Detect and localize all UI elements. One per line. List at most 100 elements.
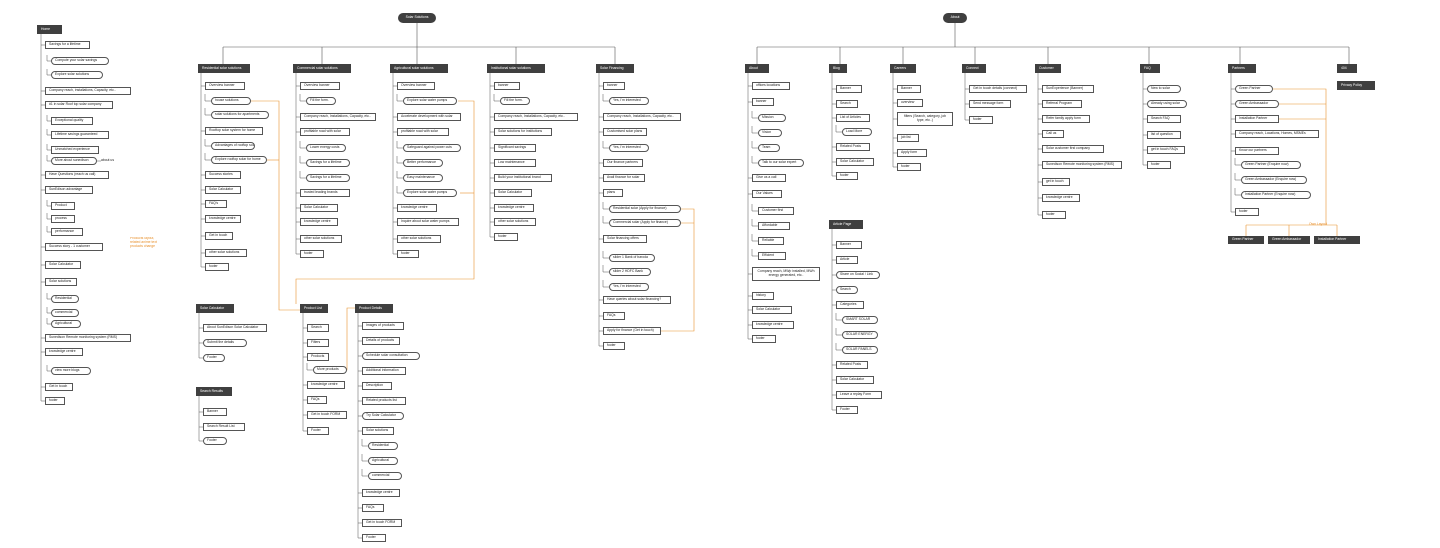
node-company-reach-installations-capacity-etc: Company reach, Installations, Capacity, … [300,113,376,121]
node-yes-i-m-interested: Yes, I'm interested [609,144,649,152]
about-header: About [745,64,769,73]
node-yes-i-m-interested: Yes, I'm interested [609,283,649,291]
partners-header: Partners [1228,64,1256,73]
sub-branch-line [204,94,211,102]
agri-pumps-to-product-list [295,100,475,304]
connector-line [46,115,51,122]
node-filters-search-category-job-type-etc: filters (Search, category, job type, etc… [897,112,953,126]
node-talk-to-our-solar-expert: Talk to our solar expert [758,159,804,167]
node-knowledge-centre: knowledge centre [397,204,437,212]
node-banner: Banner [897,85,921,93]
node-job-list: job list [897,134,919,142]
node-knowledge-centre: knowledge centre [205,215,241,223]
node-new-to-solar: New to solar [1147,85,1181,93]
sub-branch-line [602,265,609,273]
node-compute-your-solar-savings: Compute your solar savings [51,57,109,65]
node-process: process [51,215,75,223]
node-other-solar-solutions: other solar solutions [205,249,247,257]
node-our-values: Our Values [752,190,782,198]
node-company-reach-locations-homes-msmes: Company reach, Locations, Homes, MSMEs [1235,130,1319,138]
node-banner: banner [603,82,625,90]
node-overview-banner: Overview banner [300,82,340,90]
node-accelerate-development-with-solar: Accelerate development with solar [397,113,461,121]
careers-header: Careers [890,64,916,73]
node-significant-savings: Significant savings [494,144,536,152]
connector-line [46,213,51,220]
sub-branch-line [1234,158,1241,166]
node-get-in-touch-details-connect: Get in touch details (connect) [969,85,1027,93]
sub-branch-line [602,94,609,102]
node-categories: Categories [836,301,864,309]
sub-branch-line [602,251,609,259]
root-about: About [943,13,967,23]
node-faqs: FAQs [362,504,384,512]
sub-branch-line [361,454,368,462]
node-details-of-products: Details of products [362,337,400,345]
node-profitable-road-with-solar: profitable road with solar [300,128,350,136]
node-other-solar-solutions: other solar solutions [300,235,342,243]
node-savings-for-a-lifetime: Savings for a lifetime [306,159,350,167]
node-footer: footer [897,163,921,171]
node-sunedison-remote-monitoring-system-rms: Sunedison Remote monitoring system (RMS) [45,334,131,342]
node-footer: footer [603,342,625,350]
node-lifetime-savings-guaranteed: Lifetime savings guaranteed [51,131,109,139]
node-efficient: Efficient [758,252,786,260]
node-give-us-a-call: Give us a call [752,174,786,182]
solar_calculator-header: Solar Calculator [196,304,234,313]
node-explore-rooftop-solar-for-home: Explore rooftop solar for home [211,156,267,164]
node-solar-financing-offers: Solar financing offers [603,235,647,243]
sub-branch-line [1234,188,1241,196]
node-solar-energy: SOLAR ENERGY [842,331,878,339]
connector-line [46,365,51,372]
sub-branch-line [396,156,403,164]
subpage-installation-partner: Installation Partner [1314,236,1360,244]
node-additional-information: Additional information [362,367,406,375]
node-customer-first: Customer first [758,207,794,215]
node-solar-calculator: Solar Calculator [752,306,792,314]
node-mission: Mission [758,114,786,122]
node-fill-the-form: Fill the form. [306,97,336,105]
sub-branch-line [835,343,842,351]
node-solar-calculator: Solar Calculator [836,158,874,166]
node-commercial: commercial [51,309,79,317]
node-get-in-touch: Get in touch [45,383,73,391]
node-footer: footer [397,250,419,258]
sub-branch-line [751,141,758,149]
sub-branch-line [835,313,842,321]
node-savings-for-a-lifetime: Savings for a lifetime [306,174,350,182]
node-success-stories: Success stories [205,171,241,179]
partner-to-subpages [1270,88,1327,225]
sub-branch-line [751,219,758,227]
node-build-your-institutional-brand: Build your institutional brand [494,174,552,182]
node-explore-solar-water-pumps: Explore solar water pumps [403,189,457,197]
node-inquire-about-solar-water-pumps: Inquire about solar water pumps [397,218,459,226]
node-solar-solutions: Solar solutions [362,427,394,435]
node-savings-for-a-lifetime: Savings for a lifetime [45,41,90,49]
node-banner: Banner [836,241,862,249]
node-search: Search [836,100,858,108]
sub-branch-line [396,94,403,102]
node-installation-partner: Installation Partner [1235,115,1279,123]
node-footer: Footer [203,354,225,362]
sub-branch-line [299,141,306,149]
node-footer: footer [969,116,993,124]
node-solar-calculator: Solar Calculator [836,376,874,384]
node-footer: Footer [307,427,329,435]
node-filters: Filters [307,339,329,347]
node-schedule-solar-consultation: Schedule solar consultation [362,352,420,360]
node-view-more-blogs: view more blogs [51,367,91,375]
node-footer: footer [205,263,229,271]
node-refer-family-apply-form: Refer family apply form [1042,115,1090,123]
node-history: history [752,292,774,300]
more-products-to-details [325,307,355,371]
node-sunexperience-banner: SunExperience (Banner) [1042,85,1094,93]
node-overview: overview [897,99,923,107]
node-banner: Banner [836,85,862,93]
node-company-reach-mwp-installed-mwh-energy-g: Company reach, MWp installed, MWh energy… [752,267,820,281]
sub-branch-line [204,153,211,161]
node-agricultural: Agricultural [51,320,81,328]
node-related-posts: Related Posts [836,143,870,151]
sub-branch-line [751,126,758,134]
node-safeguard-against-power-cuts: Safeguard against power cuts [403,144,461,152]
node-plans: plans [603,189,623,197]
